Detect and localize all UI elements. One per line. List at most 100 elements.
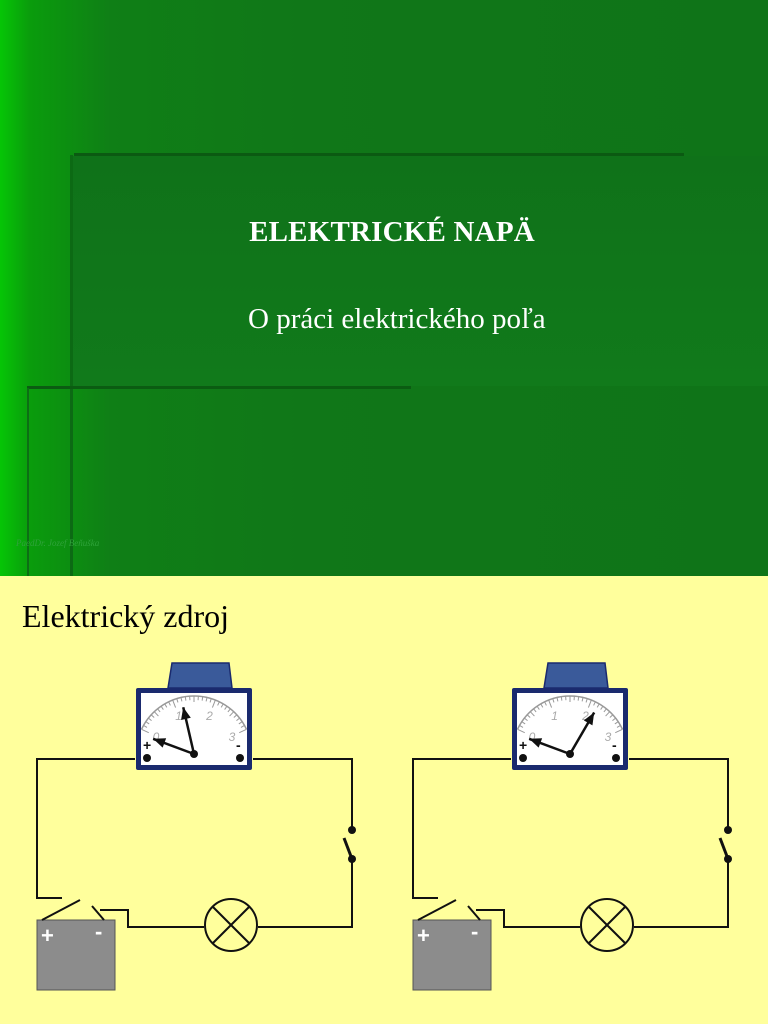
meter-tick (164, 703, 168, 708)
meter-scale-label-0: 0 (529, 730, 536, 744)
meter-tick (540, 703, 544, 708)
meter-tick (148, 717, 152, 722)
slide-heading: Elektrický zdroj (22, 598, 230, 634)
title-panel (73, 156, 768, 386)
meter-tick (172, 699, 177, 708)
wire-left (412, 758, 511, 899)
meter-minus-label: - (236, 737, 241, 753)
meter-tick (150, 714, 155, 718)
decorative-line-left-lower (27, 388, 29, 576)
meter-tick (141, 728, 149, 734)
meter-tick (548, 699, 553, 708)
meter-tick (616, 724, 621, 728)
meter-scale-label-0: 0 (153, 730, 160, 744)
meter-reference-arrow (153, 738, 167, 748)
battery-plus-label: + (41, 923, 54, 948)
meter-tick (612, 717, 616, 722)
meter-cap (543, 662, 609, 689)
meter-tick (240, 724, 245, 728)
meter-tick (521, 721, 526, 725)
battery-lead-plus (417, 899, 457, 921)
meter-scale-label-3: 3 (229, 730, 236, 744)
meter-tick (593, 701, 596, 706)
switch-lever (718, 837, 730, 860)
meter-scale-label-1: 1 (551, 709, 558, 723)
meter-tick (600, 705, 604, 710)
wire-bottom (100, 909, 204, 928)
wire-right-bottom (258, 860, 353, 928)
meter-scale-label-2: 2 (205, 709, 213, 723)
lamp-symbol (580, 898, 634, 952)
meter-minus-label: - (612, 737, 617, 753)
switch-lever (342, 837, 354, 860)
meter-tick (209, 698, 212, 703)
meter-tick (201, 696, 204, 701)
meter-tick (536, 705, 540, 710)
meter-tick (544, 701, 547, 706)
decorative-line-middle (27, 386, 411, 389)
meter-tick (180, 697, 183, 702)
meter-tick (236, 717, 240, 722)
meter-tick (529, 711, 535, 717)
meter-tick (168, 701, 171, 706)
battery-plus-label: + (417, 923, 430, 948)
meter-tick (603, 708, 607, 713)
wire-bottom (476, 909, 580, 928)
meter-tick (519, 724, 524, 728)
meter-scale-label-2: 2 (581, 709, 589, 723)
meter-tick (560, 696, 563, 701)
meter-tick (160, 705, 164, 710)
battery-lead-minus (467, 905, 481, 921)
meter-tick (556, 697, 559, 702)
lamp-cross-2 (212, 906, 250, 944)
meter-tick (526, 714, 531, 718)
decorative-line-top (74, 153, 684, 156)
meter-tick (224, 705, 228, 710)
lamp-cross-2 (588, 906, 626, 944)
wire-top-right (629, 758, 729, 828)
switch-contact-top (724, 826, 732, 834)
meter-terminal-minus (236, 754, 244, 762)
meter-scale-label-1: 1 (175, 709, 182, 723)
wire-right-bottom (634, 860, 729, 928)
meter-tick (205, 697, 208, 702)
wire-left (36, 758, 135, 899)
meter-needle-arrow (181, 707, 191, 721)
meter-tick (229, 711, 235, 717)
meter-tick (176, 698, 179, 703)
battery-lead-minus (91, 905, 105, 921)
slide-title: ELEKTRICKÉ NAPÄ (249, 216, 535, 248)
meter-tick (615, 728, 623, 734)
meter-tick (587, 699, 592, 708)
decorative-line-left (70, 155, 73, 576)
battery-body (36, 919, 116, 991)
meter-tick (157, 708, 161, 713)
meter-terminal-plus (143, 754, 151, 762)
meter-tick (596, 703, 600, 708)
lamp-symbol (204, 898, 258, 952)
meter-plus-label: + (519, 737, 527, 753)
slide-subtitle: O práci elektrického poľa (248, 303, 546, 335)
meter-tick (614, 721, 619, 725)
meter-tick (533, 708, 537, 713)
meter-terminal-plus (519, 754, 527, 762)
meter-reference-arrow (529, 738, 543, 748)
meter-tick (211, 699, 216, 708)
meter-tick (238, 721, 243, 725)
meter-tick (233, 714, 238, 718)
meter-tick (184, 696, 187, 701)
meter-plus-label: + (143, 737, 151, 753)
battery-body (412, 919, 492, 991)
meter-tick (517, 728, 525, 734)
meter-tick (581, 697, 584, 702)
wire-top-right (253, 758, 353, 828)
author-credit: PaedDr. Jozef Beňuška (16, 538, 100, 548)
meter-cap (167, 662, 233, 689)
meter-terminal-minus (612, 754, 620, 762)
meter-tick (609, 714, 614, 718)
